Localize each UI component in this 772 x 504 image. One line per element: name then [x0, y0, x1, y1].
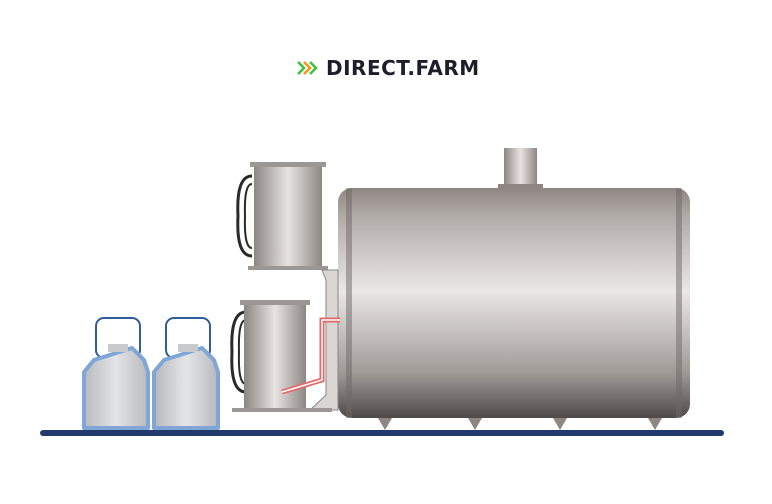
floor-line — [40, 430, 724, 436]
tank-feet — [378, 418, 662, 430]
upper-bucket — [236, 162, 328, 270]
lower-bucket — [230, 300, 310, 408]
brand-logo: DIRECT.FARM — [296, 56, 480, 80]
milk-tank — [338, 148, 690, 430]
tank-chimney — [504, 148, 537, 188]
milk-can-1 — [82, 317, 150, 430]
milk-can-2 — [152, 317, 220, 430]
chevrons-icon — [297, 61, 318, 75]
tank-body — [338, 188, 690, 418]
shelf — [232, 408, 332, 412]
brand-name: DIRECT.FARM — [326, 56, 480, 80]
